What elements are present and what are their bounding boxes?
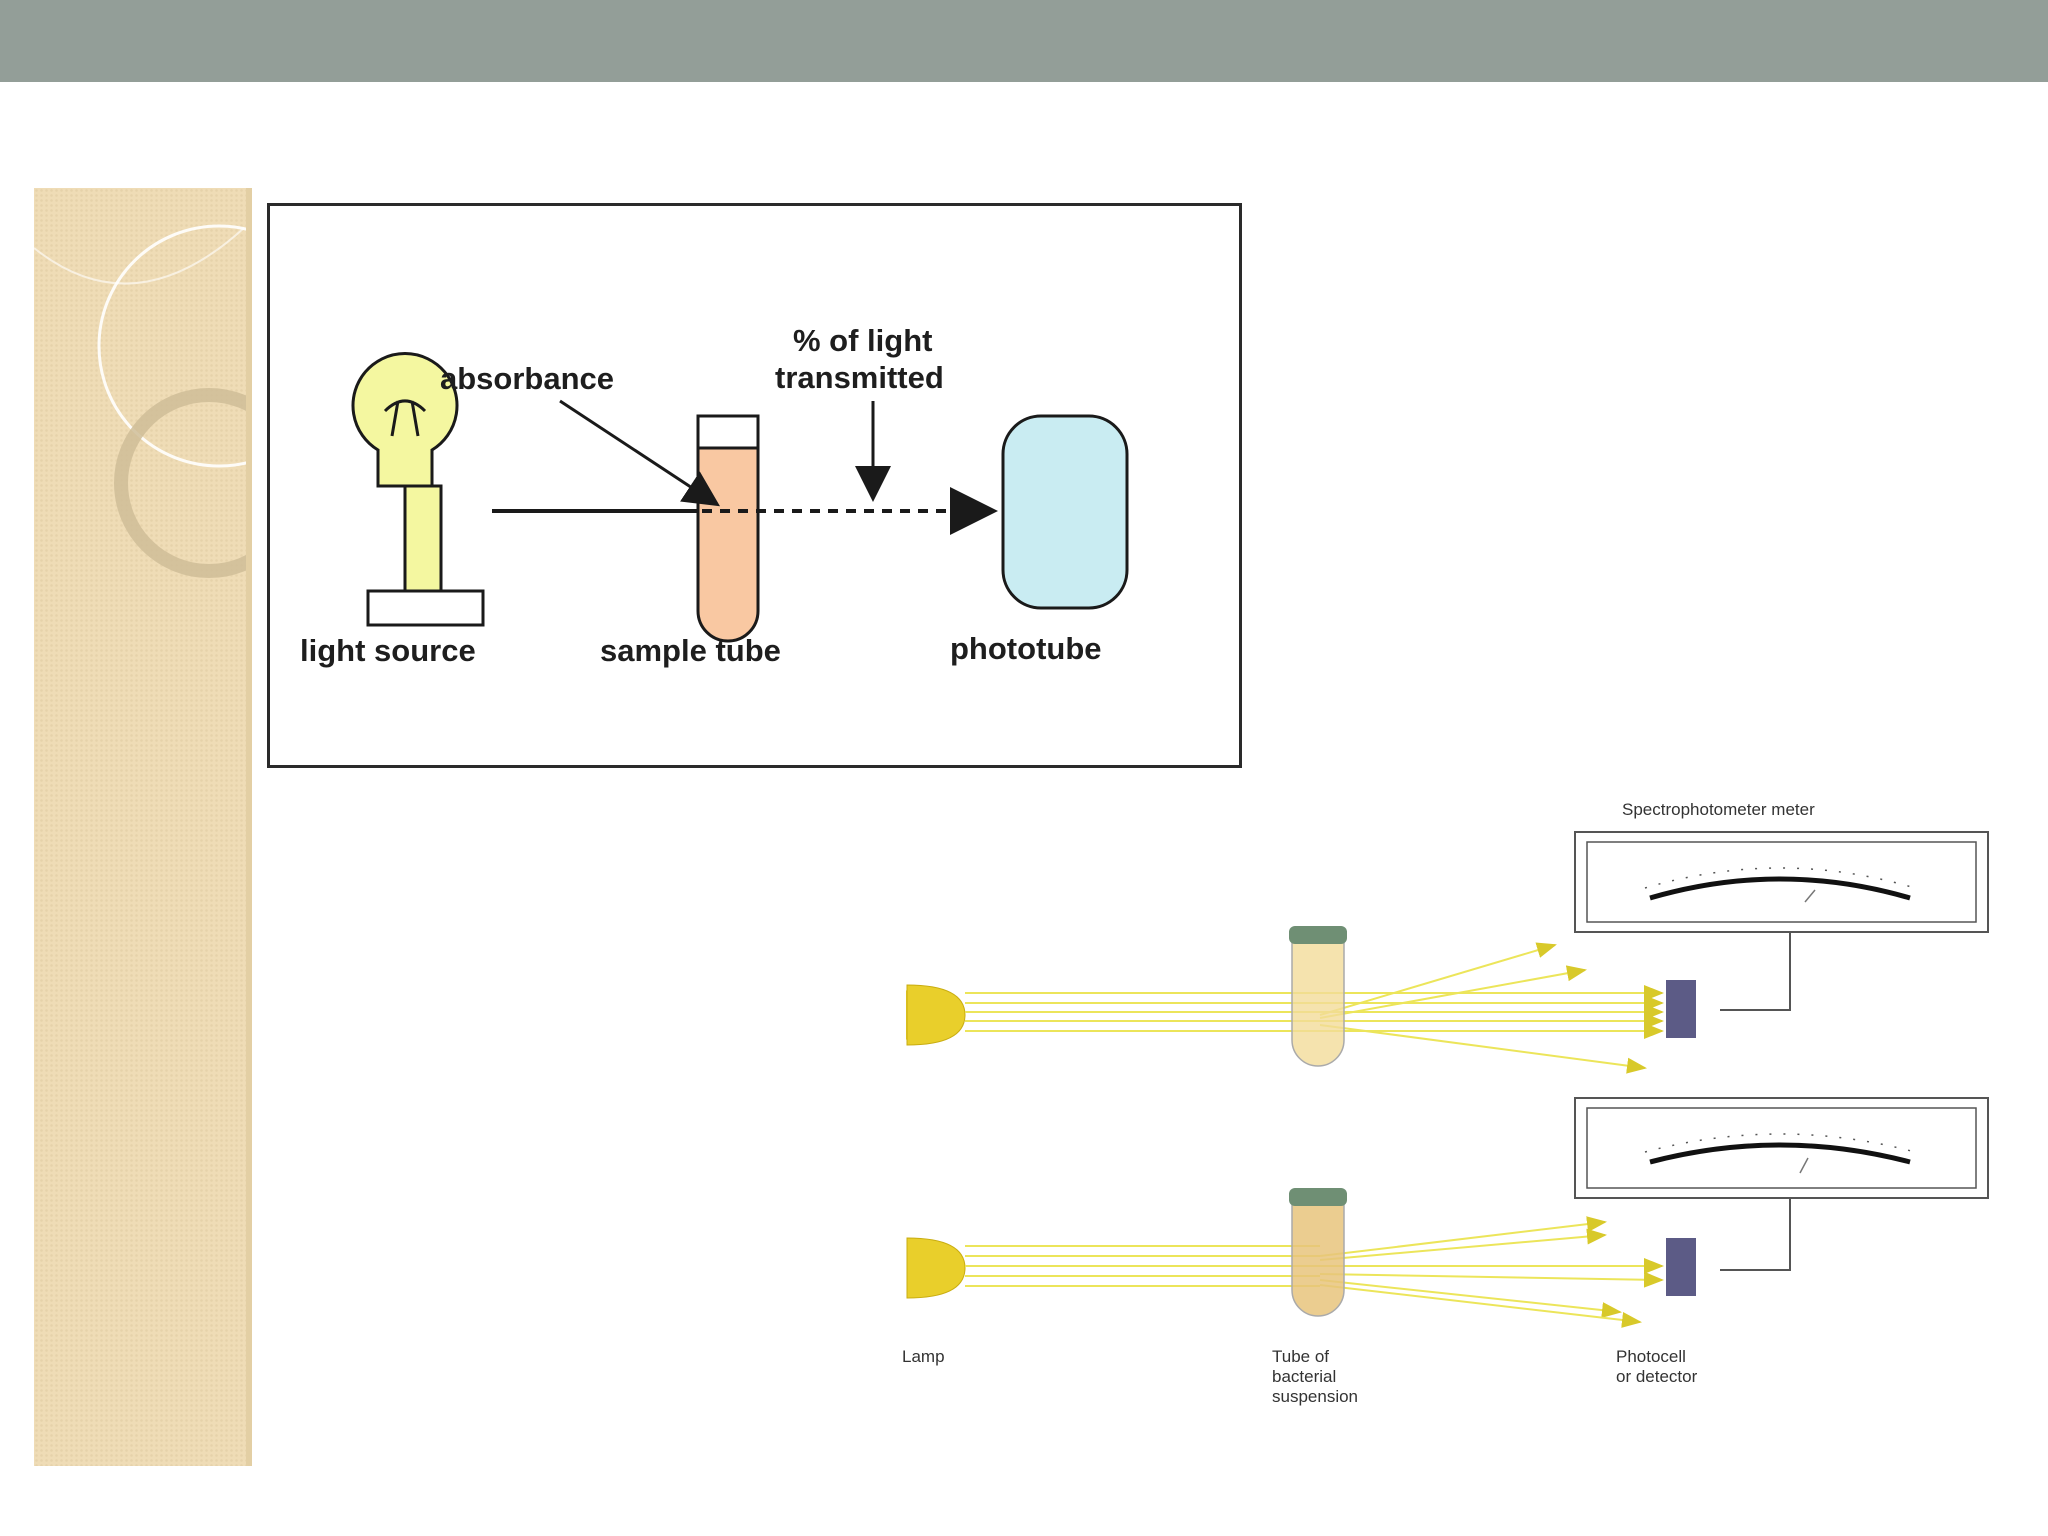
detector-upper: [1666, 980, 1696, 1038]
decorative-rings: [34, 224, 252, 578]
lamp-upper-body: [906, 984, 966, 1046]
wire-lower: [1720, 1198, 1791, 1271]
label-detector-line1: Photocell: [1616, 1347, 1686, 1366]
spectrophotometer-diagram: Spectrophotometer meter: [880, 790, 2000, 1430]
label-absorbance: absorbance: [440, 361, 614, 396]
phototube-icon: [1001, 414, 1129, 610]
lamp-lower: [906, 1237, 966, 1299]
label-tube-line2: bacterial: [1272, 1367, 1336, 1386]
label-phototube: phototube: [950, 631, 1102, 666]
label-detector-line2: or detector: [1616, 1367, 1698, 1386]
label-sample-tube: sample tube: [600, 633, 781, 668]
bacterial-tube-lower: [1289, 1188, 1347, 1317]
sample-tube-icon: [696, 414, 760, 643]
wire-upper: [1720, 932, 1791, 1011]
label-transmitted-line1: % of light: [793, 323, 932, 358]
decorative-side-strip: [34, 188, 252, 1466]
meter-upper: [1574, 831, 1989, 933]
label-tube-line3: suspension: [1272, 1387, 1358, 1406]
label-meter-title: Spectrophotometer meter: [1622, 800, 1815, 819]
absorbance-diagram: absorbance % of light transmitted light …: [267, 203, 1242, 768]
title-bar: [0, 0, 2048, 82]
beams-lower: [965, 1216, 1664, 1328]
bacterial-tube-upper: [1289, 926, 1347, 1067]
meter-lower: [1574, 1097, 1989, 1199]
absorbance-pointer: [559, 399, 721, 507]
light-bulb-icon: [351, 352, 485, 627]
label-lamp: Lamp: [902, 1347, 945, 1366]
detector-lower: [1666, 1238, 1696, 1296]
label-transmitted-line2: transmitted: [775, 360, 944, 395]
label-tube-line1: Tube of: [1272, 1347, 1329, 1366]
label-light-source: light source: [300, 633, 476, 668]
